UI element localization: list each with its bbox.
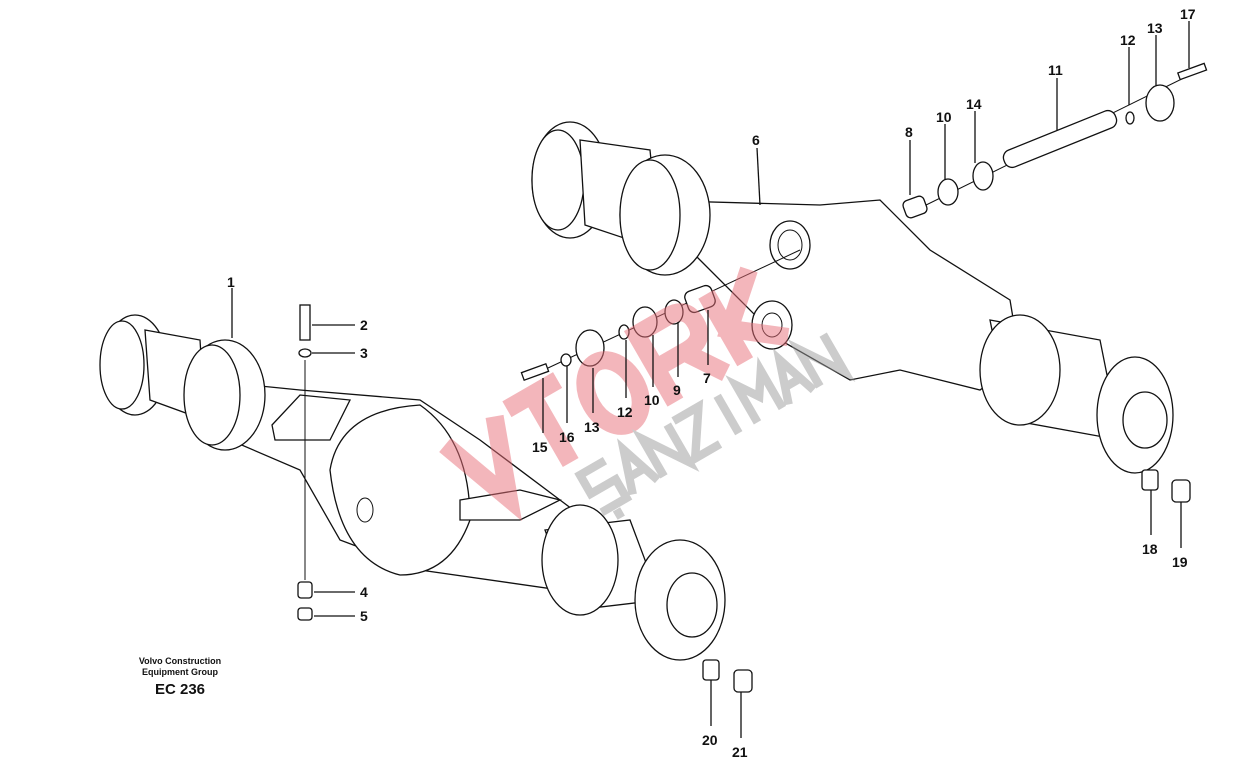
- diagram-caption: Volvo Construction Equipment Group EC 23…: [125, 656, 235, 698]
- callout-4: 4: [360, 584, 368, 600]
- callout-10-upper: 10: [936, 109, 952, 125]
- caption-company-line1: Volvo Construction: [138, 656, 222, 666]
- callout-12-upper: 12: [1120, 32, 1136, 48]
- watermark-sanziman-lettering: [574, 332, 856, 520]
- caption-code: EC 236: [154, 681, 206, 698]
- caption-company-line2: Equipment Group: [142, 667, 218, 677]
- callout-7: 7: [703, 370, 711, 386]
- callout-17: 17: [1180, 6, 1196, 22]
- callout-10-lower: 10: [644, 392, 660, 408]
- callout-6: 6: [752, 132, 760, 148]
- callout-19: 19: [1172, 554, 1188, 570]
- callout-12-lower: 12: [617, 404, 633, 420]
- callout-20: 20: [702, 732, 718, 748]
- callout-2: 2: [360, 317, 368, 333]
- callout-16: 16: [559, 429, 575, 445]
- front-axle-housing: [99, 314, 726, 661]
- callout-9: 9: [673, 382, 681, 398]
- callout-5: 5: [360, 608, 368, 624]
- callout-13-upper: 13: [1147, 20, 1163, 36]
- watermark-vtork-lettering: [439, 266, 790, 522]
- callout-3: 3: [360, 345, 368, 361]
- callout-21: 21: [732, 744, 748, 760]
- callout-8: 8: [905, 124, 913, 140]
- callout-13-lower: 13: [584, 419, 600, 435]
- callout-18: 18: [1142, 541, 1158, 557]
- callout-15: 15: [532, 439, 548, 455]
- watermark-logo: [439, 266, 856, 522]
- callout-11: 11: [1048, 62, 1063, 78]
- callout-14: 14: [966, 96, 982, 112]
- callout-1: 1: [227, 274, 235, 290]
- callouts: 1 2 3 4 5 6 7 8 9 10 10 11 12 12 13 13 1…: [227, 6, 1196, 760]
